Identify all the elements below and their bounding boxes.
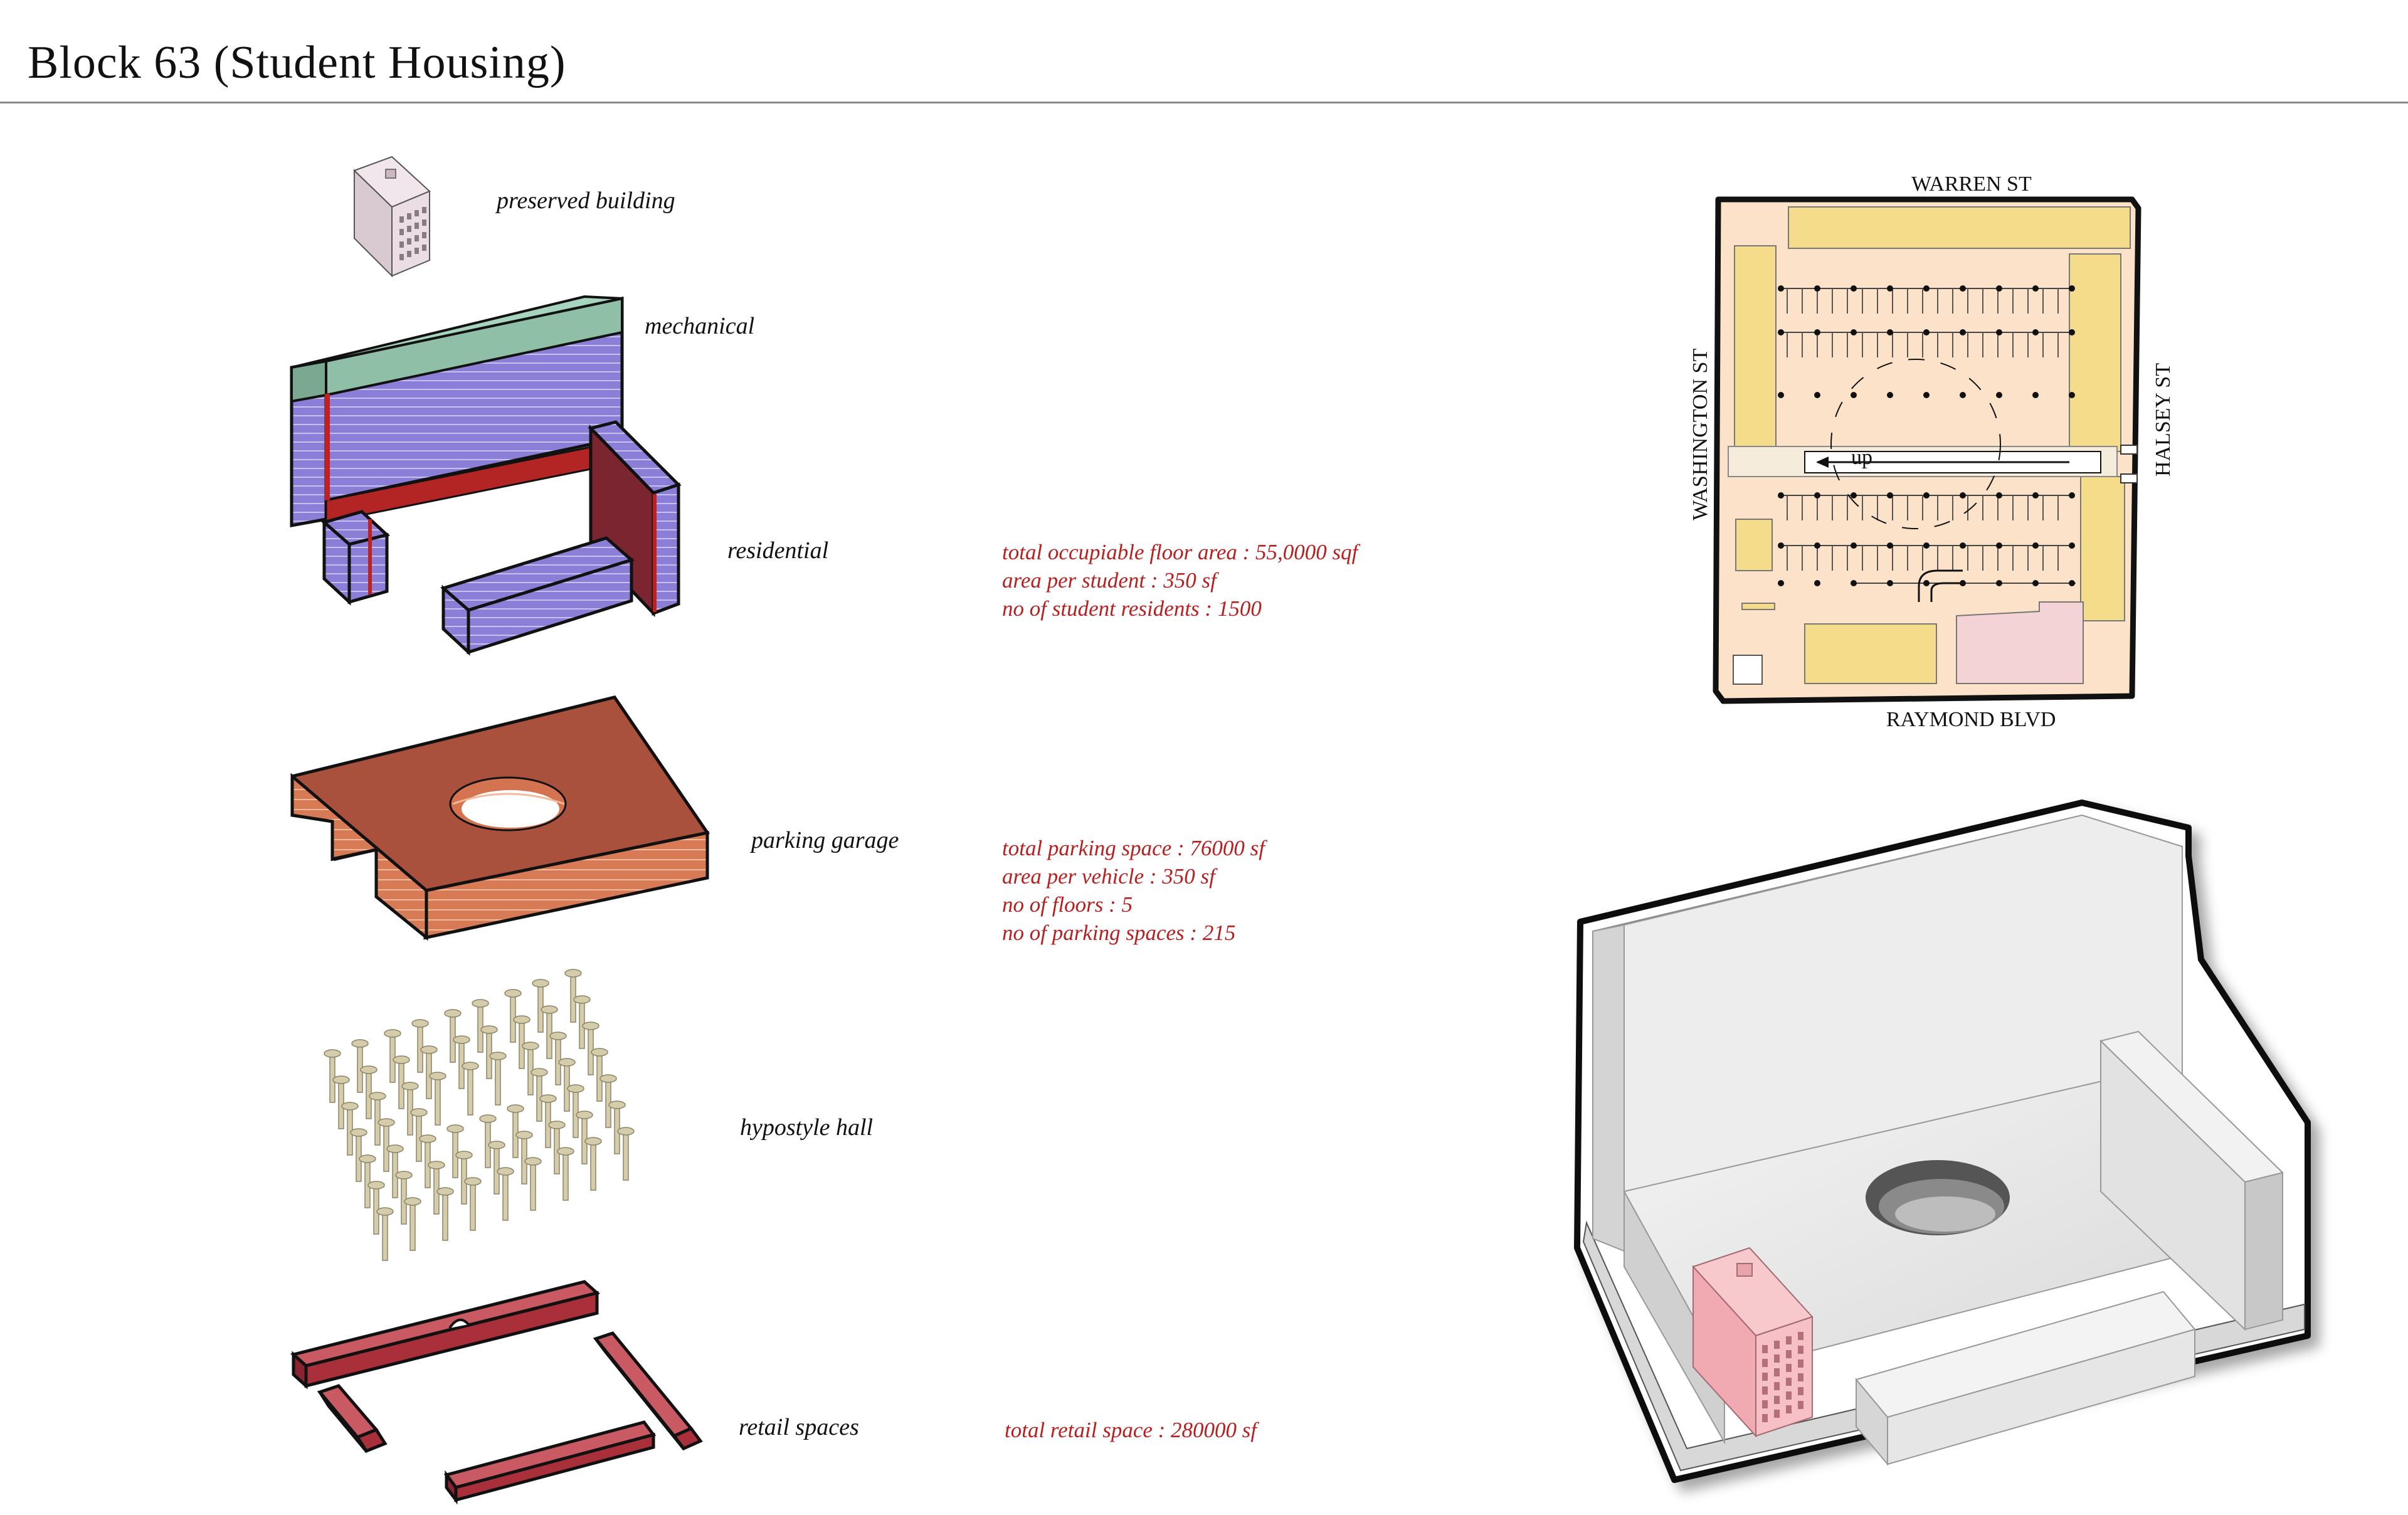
hypostyle-columns-icon — [324, 969, 635, 1261]
stat-floor-area: total occupiable floor area : 55,0000 sq… — [1002, 540, 1358, 564]
column-icon — [539, 1094, 557, 1148]
column-icon — [332, 1075, 350, 1129]
page-title: Block 63 (Student Housing) — [28, 37, 566, 88]
residential-block-icon — [290, 295, 682, 656]
layer-label-parking: parking garage — [751, 827, 899, 853]
column-icon — [558, 1058, 576, 1112]
title-divider — [0, 102, 2408, 103]
column-icon — [497, 1167, 514, 1221]
column-icon — [404, 1197, 421, 1251]
preserved-building-icon — [353, 156, 431, 278]
retail-spaces-icon — [290, 1280, 703, 1505]
stat-area-per-student: area per student : 350 sf — [1002, 568, 1217, 593]
building-east-top — [2069, 253, 2121, 452]
column-icon — [393, 1055, 410, 1109]
column-icon — [513, 1015, 531, 1069]
column-icon — [564, 969, 582, 1023]
column-icon — [557, 1147, 574, 1201]
column-icon — [582, 1021, 599, 1075]
layer-label-retail: retail spaces — [739, 1414, 859, 1440]
street-east: HALSEY ST — [2152, 363, 2175, 477]
column-icon — [429, 1072, 446, 1126]
column-icon — [351, 1039, 369, 1093]
street-west: WASHINGTON ST — [1689, 349, 1712, 520]
building-east-bottom — [2080, 476, 2125, 621]
column-icon — [436, 1187, 454, 1241]
massing-model — [1574, 800, 2311, 1483]
stat-parking-space: total parking space : 76000 sf — [1002, 836, 1265, 860]
column-icon — [524, 1157, 542, 1211]
parking-stats: total parking space : 76000 sf area per … — [1002, 834, 1265, 947]
column-icon — [507, 1104, 524, 1158]
column-icon — [378, 1118, 395, 1172]
building-west — [1734, 245, 1777, 447]
column-icon — [376, 1207, 394, 1261]
column-icon — [395, 1171, 413, 1225]
stat-student-residents: no of student residents : 1500 — [1002, 596, 1262, 621]
building-north — [1788, 206, 2131, 249]
layer-label-residential: residential — [727, 537, 829, 564]
column-icon — [419, 1134, 436, 1188]
site-plan: up WARREN ST RAYMOND BLVD WASHINGTON ST … — [1689, 172, 2175, 731]
column-icon — [360, 1065, 378, 1119]
layer-label-preserved: preserved building — [497, 187, 675, 214]
layer-label-mechanical: mechanical — [645, 313, 755, 339]
column-icon — [464, 1177, 482, 1231]
street-south: RAYMOND BLVD — [1886, 708, 2056, 731]
ramp-label: up — [1851, 446, 1872, 469]
street-north: WARREN ST — [1911, 172, 2032, 196]
parking-garage-icon — [290, 695, 710, 941]
column-icon — [462, 1062, 479, 1116]
stat-parking-spaces: no of parking spaces : 215 — [1002, 921, 1236, 945]
stat-retail-space: total retail space : 280000 sf — [1005, 1418, 1257, 1442]
column-icon — [453, 1035, 470, 1089]
preserved-building-plan — [1956, 601, 2084, 684]
stat-area-per-vehicle: area per vehicle : 350 sf — [1002, 864, 1215, 889]
column-icon — [410, 1108, 428, 1162]
column-icon — [617, 1127, 635, 1181]
layer-label-hypostyle: hypostyle hall — [740, 1114, 874, 1141]
column-icon — [489, 1052, 507, 1106]
stat-floors: no of floors : 5 — [1002, 892, 1133, 917]
residential-stats: total occupiable floor area : 55,0000 sq… — [1002, 538, 1358, 623]
retail-stats: total retail space : 280000 sf — [1005, 1416, 1257, 1444]
column-icon — [584, 1137, 602, 1191]
